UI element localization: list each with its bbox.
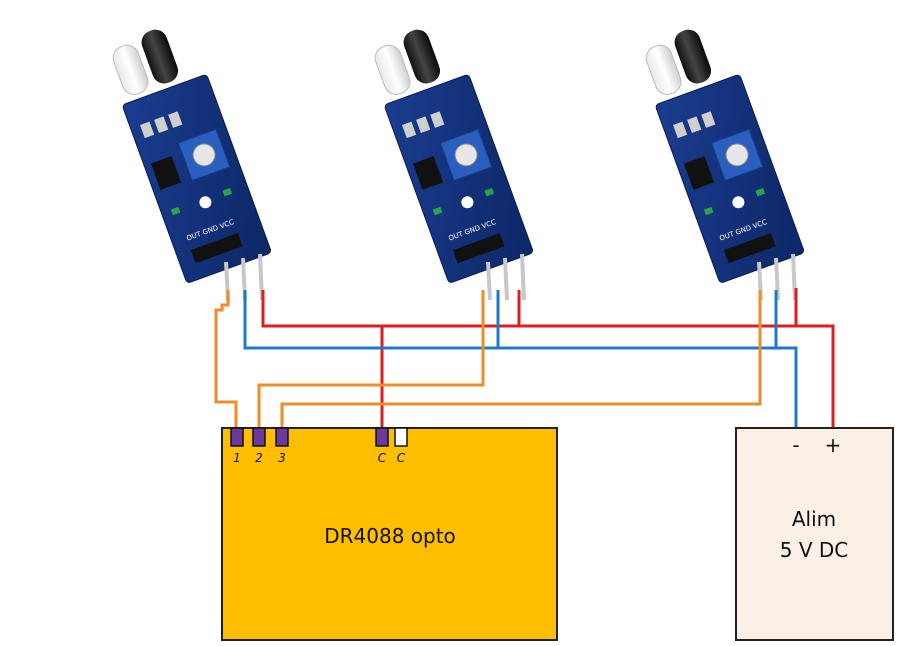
led-clear: [645, 44, 682, 95]
led-black: [141, 29, 179, 84]
led-clear: [374, 44, 411, 95]
pin-label: 1: [233, 451, 241, 465]
ground-wire: [243, 290, 798, 430]
led-black: [674, 29, 712, 84]
pin-label: 3: [278, 451, 286, 465]
ir-sensor-module: OUT GND VCC: [645, 29, 804, 301]
pin-header: [190, 233, 243, 264]
common-pin-1: [375, 427, 389, 447]
led-clear: [112, 44, 149, 95]
signal-wire-1: [214, 290, 238, 428]
input-pin-3: [275, 427, 289, 447]
input-pin-2: [252, 427, 266, 447]
vcc-wire: [261, 290, 835, 430]
pot-knob: [725, 143, 749, 167]
ir-sensor-module: OUT GND VCC: [112, 29, 271, 301]
power-minus-label: -: [792, 433, 799, 457]
signal-wire-2: [257, 290, 485, 428]
ic-chip: [150, 156, 182, 190]
ic-chip: [683, 156, 715, 190]
ir-sensor-module: OUT GND VCC: [374, 29, 533, 301]
common-pin-2: [394, 427, 408, 447]
input-pin-1: [230, 427, 244, 447]
pin-label: C: [378, 451, 387, 465]
pot-knob: [192, 143, 216, 167]
pin-header: [723, 233, 776, 264]
power-supply-body: [735, 427, 894, 641]
pin-label: 2: [255, 451, 263, 465]
power-title: Alim: [792, 507, 836, 531]
power-supply: - + Alim 5 V DC: [735, 427, 894, 641]
led-black: [403, 29, 441, 84]
pin-label: C: [397, 451, 406, 465]
decoder-board-body: [221, 427, 558, 641]
ic-chip: [412, 156, 444, 190]
decoder-board-title: DR4088 opto: [324, 524, 456, 548]
power-plus-label: +: [825, 433, 842, 457]
decoder-board: DR4088 opto 1 2 3 C C: [221, 427, 558, 641]
power-voltage: 5 V DC: [780, 538, 849, 562]
pot-knob: [454, 143, 478, 167]
signal-wire-3: [280, 290, 762, 428]
pin-header: [452, 233, 505, 264]
